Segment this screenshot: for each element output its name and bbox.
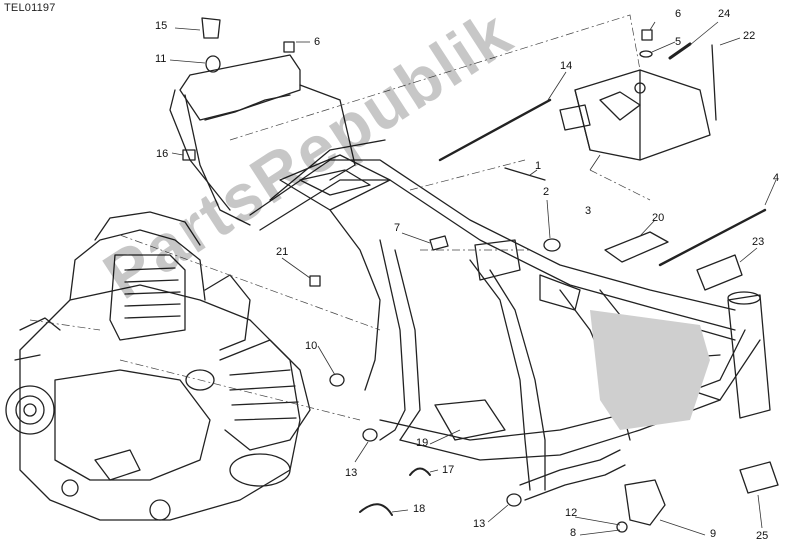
- callout-12: 12: [565, 507, 578, 519]
- nut-8-shape: [616, 521, 628, 533]
- label-23-shape: [696, 254, 743, 291]
- engine-illustration: [5, 211, 311, 521]
- label-7-shape: [429, 235, 449, 251]
- callout-24: 24: [718, 8, 731, 20]
- callout-15: 15: [155, 20, 168, 32]
- bolt-16-shape: [182, 149, 196, 161]
- callout-19: 19: [416, 437, 429, 449]
- callout-8: 8: [570, 527, 577, 539]
- callout-3: 3: [585, 205, 592, 217]
- pad-20-shape: [604, 231, 669, 263]
- washer-5-shape: [639, 50, 653, 58]
- bolt-21-shape: [309, 275, 321, 287]
- callout-6-right: 6: [675, 8, 682, 20]
- grommet-11-shape: [205, 55, 221, 73]
- drawing-code: TEL01197: [4, 2, 56, 14]
- dashed-guides: [29, 14, 651, 421]
- bracket-9-shape: [624, 479, 666, 526]
- bush-10-shape: [329, 373, 345, 387]
- battery-tray-illustration: [559, 69, 711, 161]
- callout-16: 16: [156, 148, 169, 160]
- bolt-14-shape: [438, 98, 552, 162]
- bush-13b-shape: [506, 493, 522, 507]
- pad-19-shape: [434, 399, 506, 441]
- callout-9: 9: [710, 528, 717, 540]
- bolt-6-shape: [283, 29, 653, 53]
- spacer-2-shape: [543, 238, 561, 252]
- label-25-shape: [739, 461, 779, 494]
- bolt-4-shape: [658, 208, 767, 267]
- callout-22: 22: [743, 30, 756, 42]
- buffer-15-shape: [201, 17, 221, 39]
- bush-13a-shape: [362, 428, 378, 442]
- pin-24-shape: [668, 42, 692, 60]
- callout-17: 17: [442, 464, 455, 476]
- leader-lines: [169, 21, 777, 536]
- callout-13-left: 13: [345, 467, 358, 479]
- callout-11: 11: [155, 53, 167, 65]
- strap-22-shape: [711, 44, 717, 121]
- callout-5: 5: [675, 36, 682, 48]
- callout-1: 1: [535, 160, 542, 172]
- callout-13-right: 13: [473, 518, 486, 530]
- clip-17-shape: [409, 467, 431, 476]
- plate-1-shape: [504, 167, 546, 181]
- frame-illustration: [169, 54, 771, 501]
- callout-14: 14: [560, 60, 573, 72]
- callout-21: 21: [276, 246, 289, 258]
- callout-6-left: 6: [314, 36, 321, 48]
- callout-10: 10: [305, 340, 318, 352]
- callout-23: 23: [752, 236, 765, 248]
- callout-25: 25: [756, 530, 769, 542]
- tie-18-shape: [359, 503, 393, 516]
- callout-2: 2: [543, 186, 550, 198]
- callout-18: 18: [413, 503, 426, 515]
- callout-7: 7: [394, 222, 401, 234]
- callout-4: 4: [773, 172, 780, 184]
- callout-20: 20: [652, 212, 665, 224]
